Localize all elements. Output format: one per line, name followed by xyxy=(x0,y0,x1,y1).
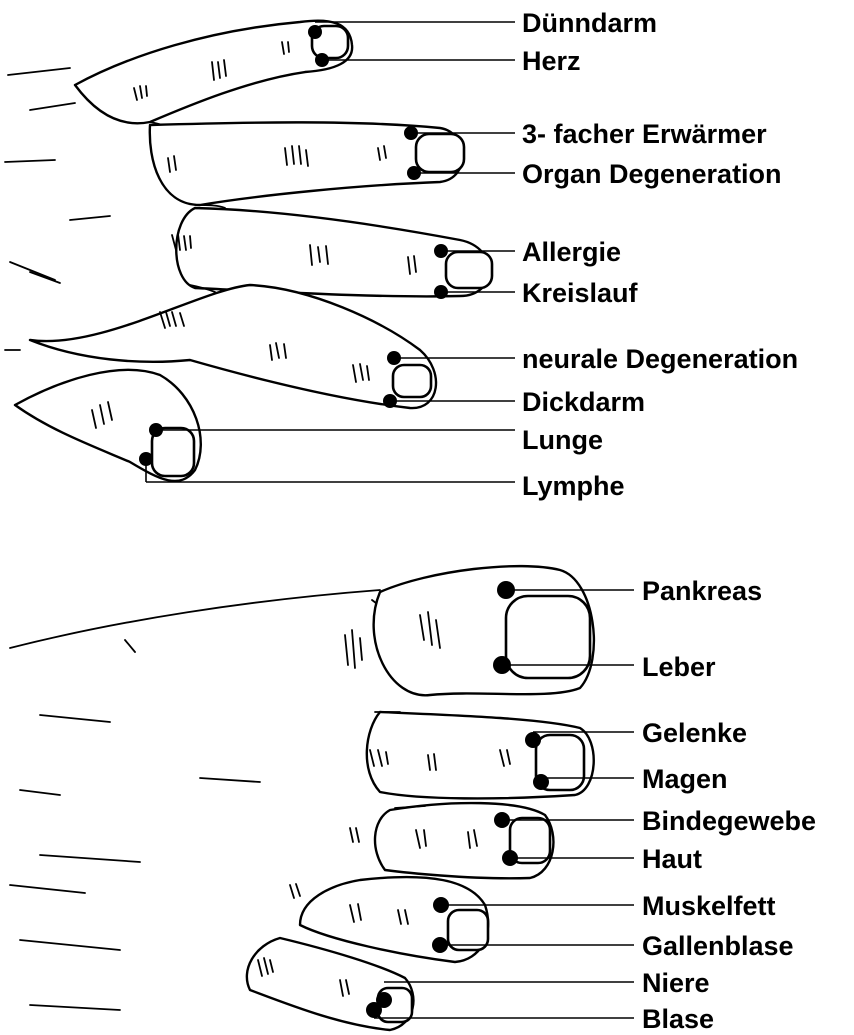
label-neurale-degeneration: neurale Degeneration xyxy=(522,344,798,374)
label-magen: Magen xyxy=(642,764,728,794)
label-leber: Leber xyxy=(642,652,716,682)
label-allergie: Allergie xyxy=(522,237,621,267)
label-bindegewebe: Bindegewebe xyxy=(642,806,816,836)
hand-labels: Dünndarm Herz 3- facher Erwärmer Organ D… xyxy=(522,8,798,501)
label-herz: Herz xyxy=(522,46,581,76)
label-kreislauf: Kreislauf xyxy=(522,278,639,308)
label-gelenke: Gelenke xyxy=(642,718,747,748)
label-organ-degeneration: Organ Degeneration xyxy=(522,159,782,189)
label-niere: Niere xyxy=(642,968,710,998)
foot-labels: Pankreas Leber Gelenke Magen Bindegewebe… xyxy=(642,576,816,1034)
hand-illustration xyxy=(5,21,515,482)
foot-illustration xyxy=(10,566,634,1030)
label-blase: Blase xyxy=(642,1004,714,1034)
label-pankreas: Pankreas xyxy=(642,576,762,606)
label-lymphe: Lymphe xyxy=(522,471,625,501)
label-lunge: Lunge xyxy=(522,425,603,455)
label-3-facher-erwaermer: 3- facher Erwärmer xyxy=(522,119,767,149)
label-duenndarm: Dünndarm xyxy=(522,8,657,38)
label-muskelfett: Muskelfett xyxy=(642,891,776,921)
label-gallenblase: Gallenblase xyxy=(642,931,794,961)
label-haut: Haut xyxy=(642,844,702,874)
label-dickdarm: Dickdarm xyxy=(522,387,645,417)
